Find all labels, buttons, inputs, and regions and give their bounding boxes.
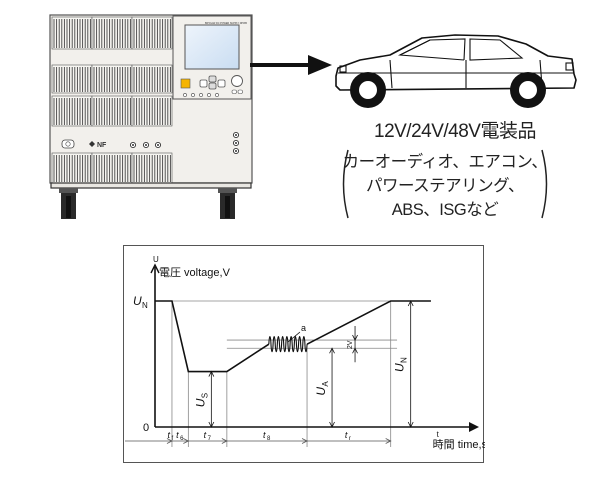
svg-text:A: A [321, 381, 330, 387]
time-tick-arrow [301, 438, 308, 444]
indicator-led [215, 93, 219, 97]
svg-text:U: U [193, 398, 207, 407]
svg-text:t: t [167, 430, 170, 440]
device-base [50, 182, 252, 189]
arrow-right-icon [250, 55, 332, 75]
x-axis-symbol: t [437, 430, 440, 439]
svg-text:U: U [314, 387, 328, 396]
cert-badge [61, 139, 75, 149]
time-tick-arrow [221, 438, 228, 444]
key-left[interactable] [199, 79, 208, 88]
svg-text:N: N [400, 357, 409, 363]
key-right[interactable] [217, 79, 226, 88]
2v-label: 2V [347, 340, 354, 349]
key-up[interactable] [208, 75, 217, 83]
x-axis-label: 時間 time,s [433, 438, 485, 451]
time-tick-arrow [183, 438, 190, 444]
target-devices-title: 12V/24V/48V電装品 [374, 121, 536, 142]
examples-line-3: ABS、ISGなど [391, 201, 499, 219]
power-supply-device: BIPOLAR DC POWER SUPPLY DP065 NF [49, 14, 253, 219]
aux-key-1[interactable] [231, 89, 237, 94]
vent-grilles [51, 16, 173, 184]
time-tick-arrow [385, 438, 392, 444]
car-wheel-front [350, 72, 386, 108]
us-label: US [193, 393, 209, 407]
examples-line-2: パワーステアリング、 [365, 177, 525, 195]
voltage-fall-and-rise [155, 300, 270, 373]
svg-text:8: 8 [267, 436, 271, 442]
y-axis-label: 電圧 voltage,V [159, 266, 231, 279]
indicator-led [199, 93, 203, 97]
zero-tick-label: 0 [143, 422, 149, 434]
ripple-label: a [301, 323, 306, 333]
svg-text:t: t [176, 430, 179, 440]
un-label: UN [393, 357, 409, 372]
svg-text:f: f [171, 436, 173, 442]
indicator-leds [183, 93, 219, 97]
ripple-leader-line [287, 331, 301, 343]
time-tick-arrow [166, 438, 173, 444]
un-tick-sub: N [142, 301, 148, 310]
svg-text:NF: NF [97, 142, 107, 149]
indicator-led [207, 93, 211, 97]
examples-line-1: カーオーディオ、エアコン、 [342, 153, 548, 171]
nf-logo: NF [89, 141, 107, 149]
x-axis-arrowhead [469, 422, 479, 432]
caster-wheel-right [218, 188, 237, 219]
ripple-a-waveform [268, 336, 308, 353]
right-parenthesis [541, 149, 548, 219]
aux-key-2[interactable] [237, 89, 243, 94]
svg-text:t: t [345, 430, 348, 440]
svg-text:U: U [393, 363, 407, 372]
svg-text:t: t [263, 430, 266, 440]
power-button[interactable] [180, 78, 191, 89]
car-wheel-rear [510, 72, 546, 108]
y-axis-arrowhead [150, 263, 160, 274]
rotary-knob[interactable] [231, 75, 243, 87]
car-illustration [335, 34, 577, 108]
svg-text:7: 7 [208, 436, 212, 442]
voltage-recovery [306, 300, 431, 345]
examples-block: カーオーディオ、エアコン、 パワーステアリング、 ABS、ISGなど [340, 148, 550, 219]
svg-text:6: 6 [180, 436, 184, 442]
indicator-led [183, 93, 187, 97]
front-terminals [129, 131, 240, 155]
model-label: BIPOLAR DC POWER SUPPLY DP065 [205, 22, 248, 25]
ua-label: UA [314, 381, 330, 396]
caster-wheel-left [59, 188, 78, 219]
car-body [335, 34, 577, 91]
svg-text:t: t [204, 430, 207, 440]
indicator-led [191, 93, 195, 97]
lcd-screen[interactable] [184, 24, 240, 70]
un-tick-label: U [133, 294, 142, 308]
svg-text:r: r [349, 436, 351, 442]
y-axis-symbol: U [153, 255, 159, 264]
svg-text:S: S [200, 393, 209, 398]
key-down[interactable] [208, 82, 217, 90]
left-parenthesis [342, 149, 349, 219]
svg-text:2V: 2V [347, 340, 354, 349]
